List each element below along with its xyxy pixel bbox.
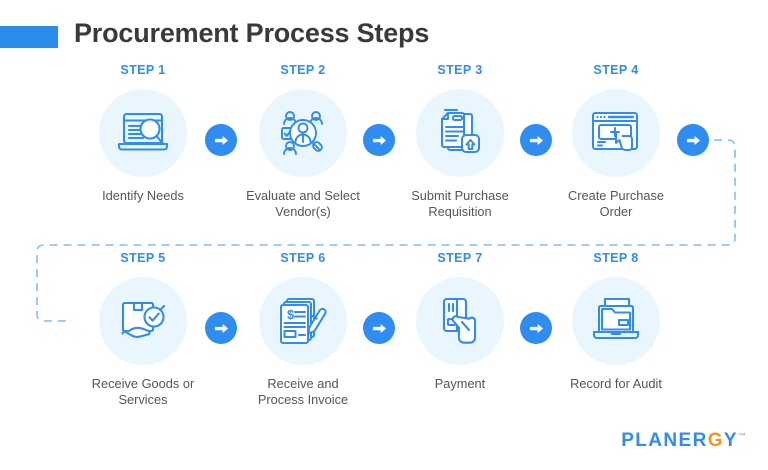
step-label-7: STEP 7 — [437, 251, 483, 265]
flow-row-2: STEP 5 Receive Goods or Services STEP 6 — [0, 250, 768, 430]
step-card-7[interactable]: STEP 7 Payment — [381, 250, 539, 392]
laptop-folder-icon — [589, 297, 643, 345]
step-caption-6: Receive and Process Invoice — [257, 376, 349, 407]
step-label-1: STEP 1 — [120, 63, 166, 77]
step-icon-circle-4 — [572, 89, 660, 177]
step-caption-4: Create Purchase Order — [567, 188, 665, 219]
step-caption-3: Submit Purchase Requisition — [411, 188, 509, 219]
hand-credit-card-icon — [438, 295, 482, 347]
step-label-2: STEP 2 — [280, 63, 326, 77]
laptop-magnifier-icon — [115, 108, 171, 158]
page-title: Procurement Process Steps — [74, 18, 430, 48]
flow-arrow-7-8 — [520, 312, 552, 344]
invoice-pen-icon: $ — [278, 295, 328, 347]
step-label-6: STEP 6 — [280, 251, 326, 265]
header: Procurement Process Steps — [0, 18, 768, 60]
flow-row-1: STEP 1 Identify Needs STEP 2 — [0, 62, 768, 242]
step-icon-circle-2 — [259, 89, 347, 177]
step-card-1[interactable]: STEP 1 Identify Needs — [64, 62, 222, 204]
step-card-2[interactable]: STEP 2 — [224, 62, 382, 220]
step-caption-5: Receive Goods or Services — [91, 376, 195, 407]
step-label-4: STEP 4 — [593, 63, 639, 77]
step-icon-circle-7 — [416, 277, 504, 365]
step-caption-2: Evaluate and Select Vendor(s) — [246, 188, 360, 219]
step-caption-7: Payment — [434, 376, 486, 391]
flow-arrow-4-5 — [677, 124, 709, 156]
logo-trademark: ™ — [738, 431, 746, 441]
accent-bar — [0, 26, 58, 48]
flow-arrow-6-7 — [363, 312, 395, 344]
planergy-logo: PLANERGY™ — [621, 430, 746, 452]
logo-text-before: PLANER — [621, 430, 708, 451]
step-label-5: STEP 5 — [120, 251, 166, 265]
step-icon-circle-1 — [99, 89, 187, 177]
svg-text:$: $ — [287, 307, 295, 322]
logo-accent-letter: G — [707, 430, 724, 451]
step-label-3: STEP 3 — [437, 63, 483, 77]
step-label-8: STEP 8 — [593, 251, 639, 265]
flow-arrow-3-4 — [520, 124, 552, 156]
flow-arrow-5-6 — [205, 312, 237, 344]
step-card-6[interactable]: STEP 6 $ Receive and Pr — [224, 250, 382, 408]
step-card-3[interactable]: STEP 3 Submit Purchase Requisitio — [381, 62, 539, 220]
people-network-magnifier-icon — [276, 108, 330, 158]
browser-plus-cursor-icon — [589, 109, 643, 157]
step-card-8[interactable]: STEP 8 Record for Audit — [537, 250, 695, 392]
box-hand-check-icon — [116, 297, 170, 345]
flow-arrow-1-2 — [205, 124, 237, 156]
step-icon-circle-8 — [572, 277, 660, 365]
flow-arrow-2-3 — [363, 124, 395, 156]
step-caption-8: Record for Audit — [570, 376, 662, 391]
step-caption-1: Identify Needs — [102, 188, 184, 203]
step-card-4[interactable]: STEP 4 Create Purchase — [537, 62, 695, 220]
step-card-5[interactable]: STEP 5 Receive Goods or Services — [64, 250, 222, 408]
step-icon-circle-5 — [99, 277, 187, 365]
documents-upload-icon — [437, 107, 483, 159]
step-icon-circle-6: $ — [259, 277, 347, 365]
step-icon-circle-3 — [416, 89, 504, 177]
logo-text-after: Y — [723, 430, 738, 451]
